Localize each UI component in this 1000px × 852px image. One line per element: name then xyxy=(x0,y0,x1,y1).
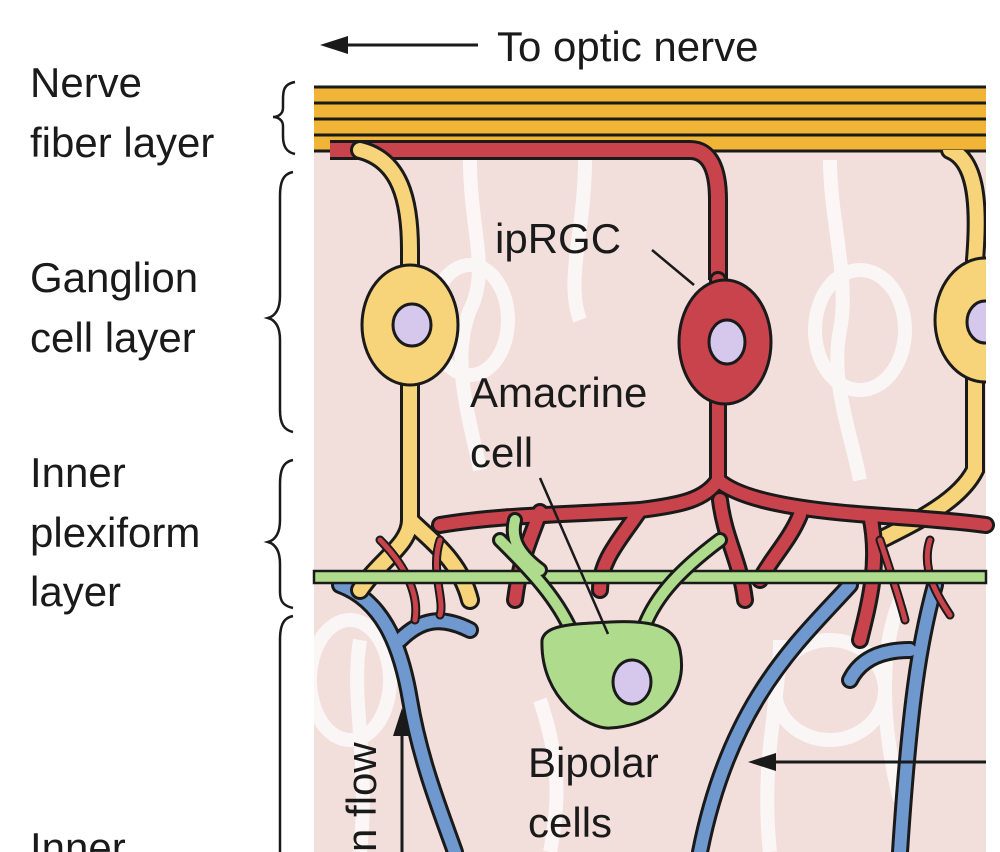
ipl-brace xyxy=(263,458,294,610)
ipl-label-line3: layer xyxy=(30,568,121,615)
bipolar-cell-right xyxy=(691,576,944,852)
amacrine-label-line1: Amacrine xyxy=(470,369,647,416)
ganglion-label-line1: Ganglion xyxy=(30,254,198,301)
ganglion-cell-left xyxy=(350,140,480,610)
nerve-fiber-label-line1: Nerve xyxy=(30,59,142,106)
ipl-label-line2: plexiform xyxy=(30,509,200,556)
ganglion-brace xyxy=(263,170,294,434)
nerve-fiber-brace xyxy=(272,80,296,156)
ganglion-label-line2: cell layer xyxy=(30,314,196,361)
amacrine-cell xyxy=(492,512,728,730)
iprgc-cell xyxy=(431,271,995,649)
amacrine-nucleus-icon xyxy=(611,658,653,706)
bipolar-label-line1: Bipolar xyxy=(528,739,659,786)
bipolar-arrow-icon xyxy=(748,753,986,771)
ipl-amacrine-band xyxy=(312,569,988,585)
inner-nuclear-label-partial: Inner xyxy=(30,824,126,852)
ganglion-nucleus-icon xyxy=(391,302,433,348)
amacrine-pointer-line xyxy=(538,477,610,635)
iprgc-label: ipRGC xyxy=(495,215,621,262)
light-flow-label-partial: n flow xyxy=(338,742,385,852)
ipl-label-line1: Inner xyxy=(30,449,126,496)
light-flow-arrow-icon xyxy=(393,708,411,852)
iprgc-nucleus-icon xyxy=(707,318,747,366)
bipolar-label-line2: cells xyxy=(528,799,612,846)
amacrine-label-line2: cell xyxy=(470,429,533,476)
bipolar-cell-left xyxy=(331,576,479,852)
iprgc-pointer-line xyxy=(651,249,695,286)
inner-nuclear-brace xyxy=(278,614,294,852)
to-optic-nerve-label: To optic nerve xyxy=(497,23,758,70)
nerve-fiber-label-line2: fiber layer xyxy=(30,119,214,166)
layer-braces xyxy=(263,80,296,852)
optic-nerve-arrow-icon xyxy=(320,36,478,54)
background-cell-outlines xyxy=(314,159,912,852)
